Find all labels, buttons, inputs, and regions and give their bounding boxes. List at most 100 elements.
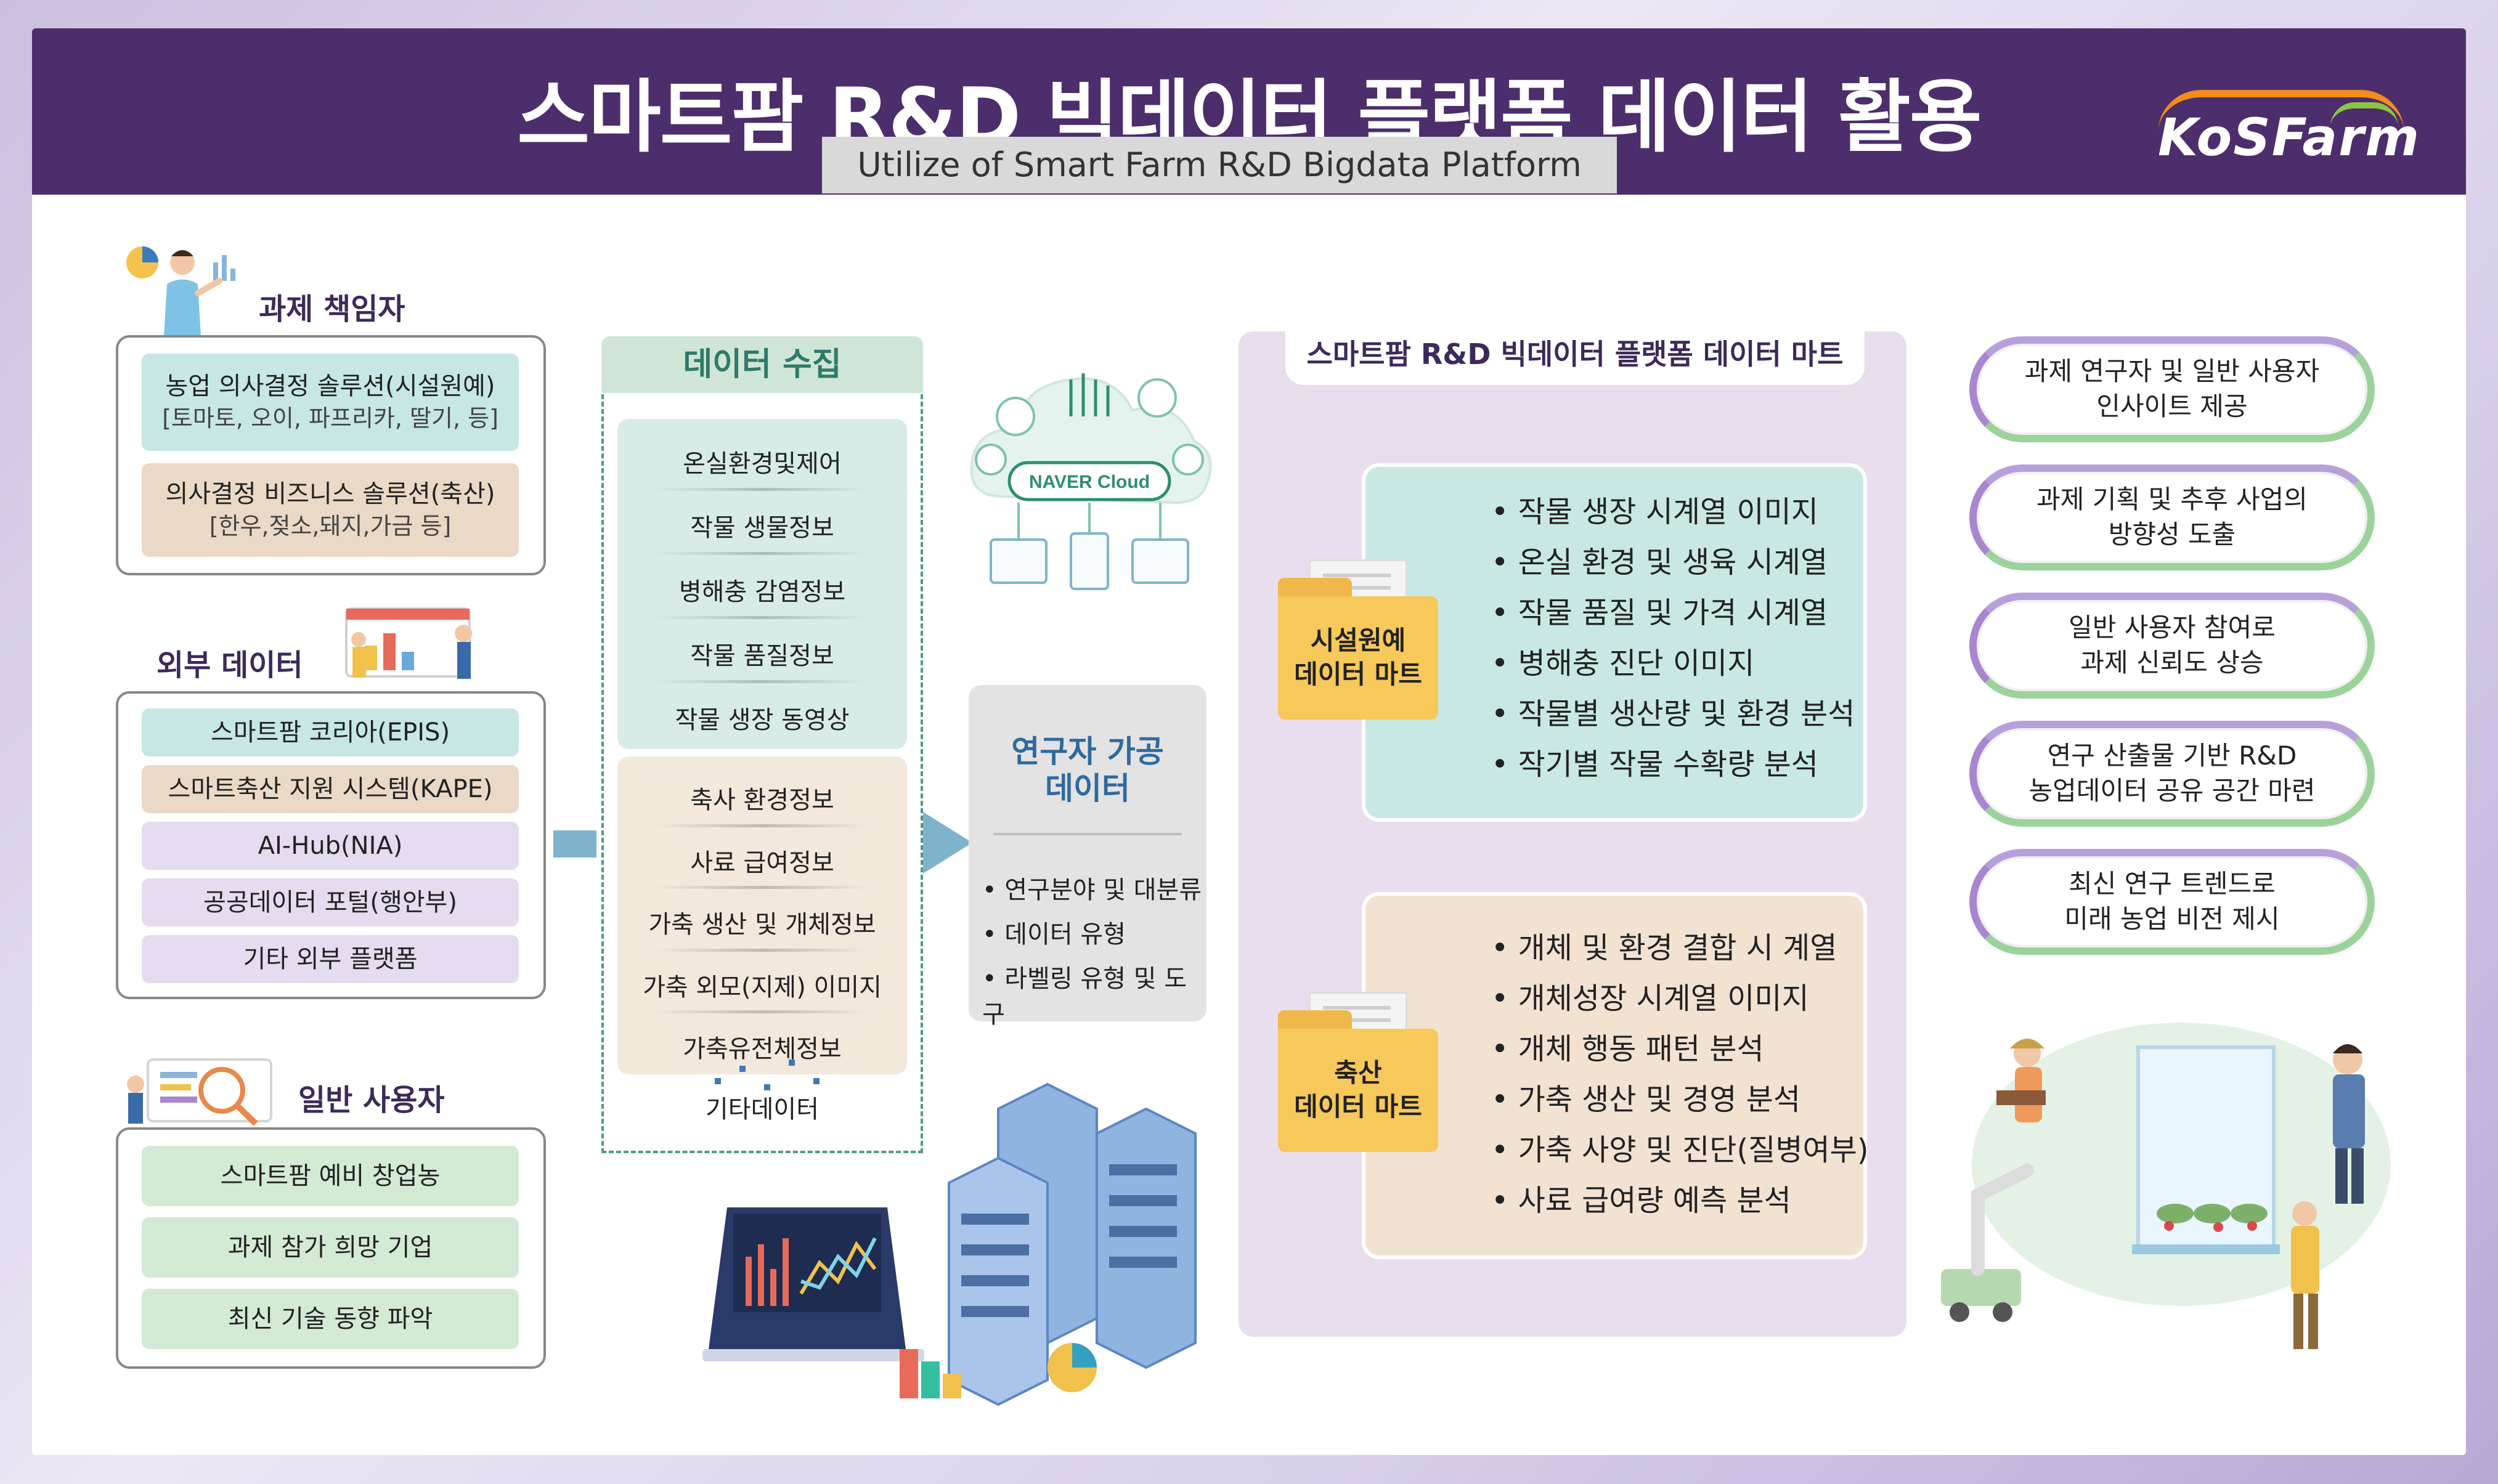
collect-item: 병해충 감염정보 [678,578,846,606]
mart-list-item: • 작물별 생산량 및 환경 분석 [1491,697,1855,731]
divider [654,1010,870,1013]
collect-item: 가축유전체정보 [683,1035,842,1063]
collect-group-horticulture: 온실환경및제어 작물 생물정보 병해충 감염정보 작물 품질정보 작물 생장 동… [617,419,907,749]
users-item-startup: 스마트팜 예비 창업농 [142,1146,519,1206]
mart-list-item: • 개체 행동 패턴 분석 [1491,1032,1764,1066]
collect-item: 사료 급여정보 [690,849,834,877]
researcher-box: 연구자 가공 데이터 • 연구분야 및 대분류 • 데이터 유형 • 라벨링 유… [969,685,1206,1029]
divider [654,824,870,827]
users-heading: 일반 사용자 [298,1083,445,1117]
researcher-item: • 라벨링 유형 및 도구 [982,965,1187,1029]
pi-item-sub: [토마토, 오이, 파프리카, 딸기, 등] [162,405,498,432]
outcome-line2: 미래 농업 비전 제시 [2064,904,2280,934]
divider [993,833,1182,835]
pi-item-label: 농업 의사결정 솔루션(시설원예) [165,372,495,401]
researcher-item: • 연구분야 및 대분류 [982,876,1202,904]
divider [654,949,870,952]
outcome-line1: 최신 연구 트렌드로 [2069,869,2276,899]
outcome-line1: 일반 사용자 참여로 [2069,612,2276,643]
mart-list-item: • 병해충 진단 이미지 [1491,646,1755,681]
users-item-companies: 과제 참가 희망 기업 [142,1217,519,1278]
mart-list-item: • 작물 품질 및 가격 시계열 [1491,596,1828,630]
mart-list-item: • 사료 급여량 예측 분석 [1491,1183,1791,1218]
divider [654,616,870,619]
collect-item: 가축 외모(지제) 이미지 [643,973,882,1002]
mart-list-item: • 가축 생산 및 경영 분석 [1491,1082,1801,1117]
researcher-title-line2: 데이터 [1045,771,1130,806]
mart-list-item: • 작물 생장 시계열 이미지 [1491,495,1818,529]
collect-heading: 데이터 수집 [601,336,923,393]
outcome-line2: 농업데이터 공유 공간 마련 [2028,776,2316,806]
external-item-kape: 스마트축산 지원 시스템(KAPE) [142,765,519,813]
smart-farm-illustration-icon [1941,1023,2391,1349]
pi-heading: 과제 책임자 [259,292,405,326]
external-heading: 외부 데이터 [157,648,303,683]
outcome-line2: 과제 신뢰도 상승 [2080,647,2264,678]
pi-item-label: 의사결정 비즈니스 솔루션(축산) [165,480,495,509]
outcome-line2: 방향성 도출 [2108,519,2236,549]
researcher-title: 연구자 가공 데이터 [969,733,1206,807]
users-item-tech-trends: 최신 기술 동향 파악 [142,1289,519,1349]
external-item-public-portal: 공공데이터 포털(행안부) [142,878,519,926]
divider [654,680,870,683]
collect-item: 축사 환경정보 [690,786,834,814]
researcher-title-line1: 연구자 가공 [1011,734,1164,769]
mart-list-item: • 가축 사양 및 진단(질병여부) [1491,1133,1869,1167]
divider [654,552,870,555]
pi-item-livestock: 의사결정 비즈니스 솔루션(축산) [한우,젖소,돼지,가금 등] [142,463,519,557]
collect-item: 가축 생산 및 개체정보 [648,910,876,939]
data-mart-heading: 스마트팜 R&D 빅데이터 플랫폼 데이터 마트 [1285,323,1865,385]
header-bar: 스마트팜 R&D 빅데이터 플랫폼 데이터 활용 KoSFarm [32,28,2466,195]
livestock-mart-list: • 개체 및 환경 결합 시 계열 • 개체성장 시계열 이미지 • 개체 행동… [1491,923,1869,1226]
collect-group-livestock: 축사 환경정보 사료 급여정보 가축 생산 및 개체정보 가축 외모(지제) 이… [617,756,907,1074]
external-data-illustration-icon [345,607,472,679]
outcome-line1: 과제 연구자 및 일반 사용자 [2024,356,2320,387]
arrow-right-icon [553,830,596,858]
mart-list-item: • 개체성장 시계열 이미지 [1491,981,1809,1016]
logo-text: KoSFarm [2158,107,2421,168]
mart-list-item: • 개체 및 환경 결합 시 계열 [1491,931,1837,965]
pi-person-icon [126,246,235,336]
logo-arc-green [2330,102,2398,127]
external-item-other: 기타 외부 플랫폼 [142,935,519,983]
mart-list-item: • 온실 환경 및 생육 시계열 [1491,545,1828,580]
servers-laptop-illustration-icon [702,1060,1197,1406]
folder-label-line2: 데이터 마트 [1294,659,1422,689]
horticulture-mart-card [1362,463,1867,822]
cloud-label: NAVER Cloud [1029,472,1150,492]
page-subtitle: Utilize of Smart Farm R&D Bigdata Platfo… [822,137,1617,193]
pi-item-sub: [한우,젖소,돼지,가금 등] [209,513,452,540]
folder-label-line1: 시설원예 [1310,625,1406,656]
divider [654,886,870,889]
folder-label-line2: 데이터 마트 [1294,1092,1422,1122]
external-item-aihub: AI-Hub(NIA) [142,822,519,870]
logo-arc-orange [2158,90,2404,133]
arrow-right-icon [923,812,972,874]
collect-other: 기타데이터 [706,1095,819,1124]
collect-box [601,394,923,1153]
kosfarm-logo: KoSFarm [2146,90,2421,170]
collect-item: 작물 생물정보 [690,514,834,542]
pi-item-horticulture: 농업 의사결정 솔루션(시설원예) [토마토, 오이, 파프리카, 딸기, 등] [142,354,519,451]
mart-list-item: • 작기별 작물 수확량 분석 [1491,747,1818,782]
external-item-epis: 스마트팜 코리아(EPIS) [142,708,519,756]
divider [654,488,870,491]
outcome-line2: 인사이트 제공 [2096,391,2248,421]
collect-item: 온실환경및제어 [683,450,842,478]
horticulture-mart-list: • 작물 생장 시계열 이미지 • 온실 환경 및 생육 시계열 • 작물 품질… [1491,487,1855,790]
researcher-item: • 데이터 유형 [982,920,1126,949]
cloud-icon: NAVER Cloud [970,373,1212,590]
livestock-mart-card [1362,892,1867,1259]
collect-item: 작물 품질정보 [690,642,834,670]
users-illustration-icon [127,1058,272,1126]
collect-item: 작물 생장 동영상 [675,706,850,734]
